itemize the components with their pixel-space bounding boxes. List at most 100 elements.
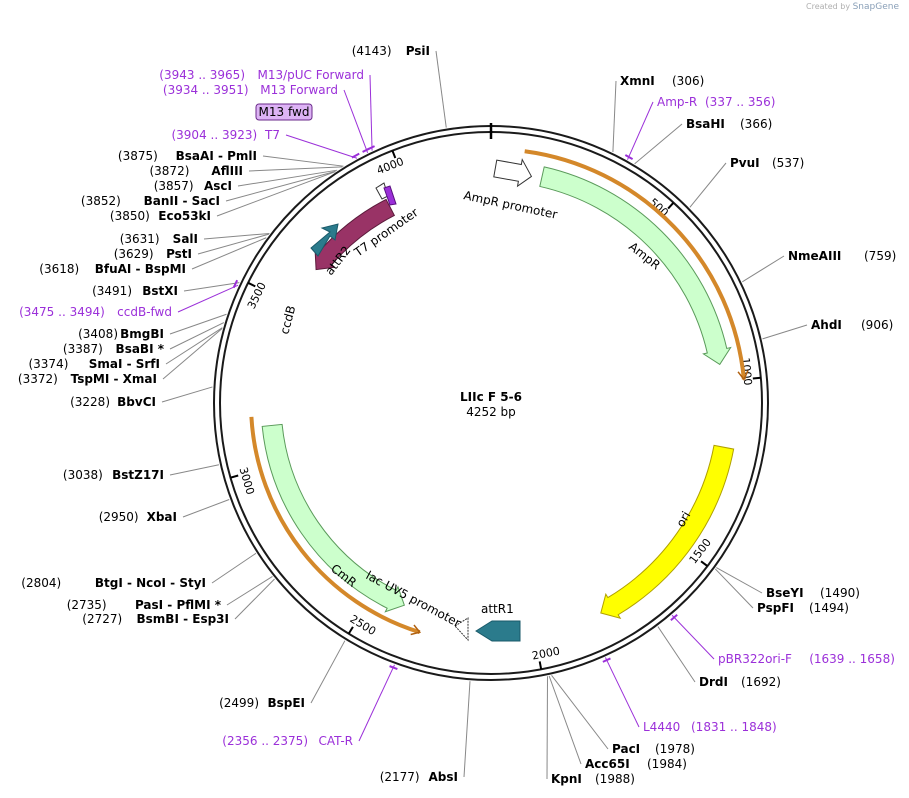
enzyme-name: BmgBI <box>120 327 164 341</box>
site-label-psii[interactable]: PsiI(4143) <box>352 44 430 58</box>
site-label-pasi-pflmi[interactable]: PasI - PflMI *(2735) <box>67 598 222 612</box>
connector-kpni <box>546 676 549 780</box>
site-label-pvui[interactable]: PvuI(537) <box>730 156 804 170</box>
site-label-l4440[interactable]: L4440(1831 .. 1848) <box>643 720 777 734</box>
site-label-bsahi[interactable]: BsaHI(366) <box>686 117 772 131</box>
site-label-amp-r[interactable]: Amp-R(337 .. 356) <box>657 95 775 109</box>
connector-bsahi <box>634 123 683 165</box>
connector-btgi-ncoi-styi <box>211 552 257 584</box>
primer-name: M13 Forward <box>260 83 338 97</box>
enzyme-position: (1490) <box>820 586 860 600</box>
site-label-asci[interactable]: AscI(3857) <box>154 179 232 193</box>
enzyme-position: (3850) <box>110 209 150 223</box>
site-label-bsmbi-esp3i[interactable]: BsmBI - Esp3I(2727) <box>82 612 229 626</box>
site-label-smai-srfi[interactable]: SmaI - SrfI(3374) <box>28 357 160 371</box>
tick-label-4000: 4000 <box>375 155 406 177</box>
connector-smai-srfi <box>165 327 223 365</box>
ampr-promoter-arrow <box>493 158 533 188</box>
site-label-afliii[interactable]: AflIII(3872) <box>149 164 243 178</box>
enzyme-position: (3852) <box>81 194 121 208</box>
site-label-xmni[interactable]: XmnI(306) <box>620 74 704 88</box>
connector-psti <box>197 233 270 255</box>
enzyme-name: DrdI <box>699 675 728 689</box>
primer-name: ccdB-fwd <box>117 305 172 319</box>
lac-promoter-arrow <box>454 617 469 642</box>
attr2-arrow <box>310 223 339 257</box>
enzyme-position: (3374) <box>28 357 68 371</box>
site-label-kpni[interactable]: KpnI(1988) <box>551 772 635 786</box>
connector-xmni <box>612 80 617 153</box>
site-label-sali[interactable]: SalI(3631) <box>120 232 198 246</box>
site-label-bseyi[interactable]: BseYI(1490) <box>766 586 860 600</box>
feature-label-attr1: attR1 <box>481 602 514 616</box>
primer-name: T7 <box>264 128 280 142</box>
site-label-ccdb-fwd[interactable]: ccdB-fwd (3475 .. 3494) <box>19 305 172 319</box>
site-label-psti[interactable]: PstI(3629) <box>114 247 192 261</box>
enzyme-position: (3038) <box>63 468 103 482</box>
enzyme-name: BsaHI <box>686 117 725 131</box>
primer-position: (337 .. 356) <box>705 95 775 109</box>
enzyme-position: (2499) <box>219 696 259 710</box>
site-label-bbvci[interactable]: BbvCI(3228) <box>70 395 156 409</box>
connector-ccdb-fwd <box>177 284 239 313</box>
primer-mark-l4440 <box>602 657 611 663</box>
site-label-tspmi-xmai[interactable]: TspMI - XmaI(3372) <box>18 372 157 386</box>
site-label-ahdi[interactable]: AhdI(906) <box>811 318 893 332</box>
site-label-bfuai-bspmi[interactable]: BfuAI - BspMI(3618) <box>39 262 186 276</box>
primer-position: (3934 .. 3951) <box>163 83 249 97</box>
tick-label-2500: 2500 <box>348 612 379 638</box>
site-label-pbr322ori-f[interactable]: pBR322ori-F(1639 .. 1658) <box>718 652 895 666</box>
site-label-cat-r[interactable]: CAT-R(2356 .. 2375) <box>222 734 353 748</box>
enzyme-name: BbvCI <box>117 395 156 409</box>
enzyme-position: (3408) <box>78 327 118 341</box>
site-label-m13-puc-forward[interactable]: M13/pUC Forward(3943 .. 3965) <box>159 68 364 82</box>
site-label-bsaai-pmli[interactable]: BsaAI - PmlI(3875) <box>118 149 257 163</box>
tick-2000 <box>538 661 543 670</box>
primer-position: (3475 .. 3494) <box>19 305 105 319</box>
enzyme-position: (2950) <box>99 510 139 524</box>
connector-bsabi <box>169 322 225 350</box>
site-label-paci[interactable]: PacI(1978) <box>612 742 695 756</box>
enzyme-position: (1692) <box>741 675 781 689</box>
enzyme-name: Acc65I <box>585 757 630 771</box>
connector-acc65i <box>548 675 582 765</box>
enzyme-name: TspMI - XmaI <box>71 372 157 386</box>
site-label-btgi-ncoi-styi[interactable]: BtgI - NcoI - StyI(2804) <box>21 576 206 590</box>
tick-2500 <box>347 626 354 635</box>
connector-pspfi <box>714 568 754 609</box>
site-label-t7[interactable]: T7(3904 .. 3923) <box>171 128 280 142</box>
connector-amp-r <box>627 101 654 160</box>
site-label-acc65i[interactable]: Acc65I (1984) <box>585 757 687 771</box>
enzyme-name: BsaAI - PmlI <box>176 149 257 163</box>
connector-pasi-pflmi <box>226 576 273 606</box>
enzyme-name: AbsI <box>429 770 458 784</box>
tick-label-3500: 3500 <box>245 280 269 311</box>
connector-nmeaiii <box>742 255 785 283</box>
connector-xbai <box>182 499 230 518</box>
site-label-banii-saci[interactable]: BanII - SacI(3852) <box>81 194 220 208</box>
connector-banii-saci <box>225 170 336 202</box>
tick-label-2000: 2000 <box>531 645 561 663</box>
site-label-drdi[interactable]: DrdI (1692) <box>699 675 781 689</box>
attr1-arrow <box>475 620 521 642</box>
enzyme-position: (4143) <box>352 44 392 58</box>
site-label-bstxi[interactable]: BstXI(3491) <box>92 284 178 298</box>
site-label-nmeaiii[interactable]: NmeAIII(759) <box>788 249 896 263</box>
primer-mark-m13-puc-forward <box>366 145 376 151</box>
site-label-bstz17i[interactable]: BstZ17I(3038) <box>63 468 164 482</box>
site-label-bsabi[interactable]: BsaBI *(3387) <box>63 342 165 356</box>
connector-afliii <box>248 166 343 172</box>
connector-bsaai-pmli <box>262 155 344 167</box>
site-label-pspfi[interactable]: PspFI(1494) <box>757 601 849 615</box>
ampr-orange-edge-tip <box>737 370 749 381</box>
site-label-bmgbi[interactable]: BmgBI(3408) <box>78 327 164 341</box>
site-label-eco53ki[interactable]: Eco53kI(3850) <box>110 209 211 223</box>
site-label-m13-forward[interactable]: M13 Forward (3934 .. 3951) <box>163 83 338 97</box>
enzyme-name: BfuAI - BspMI <box>95 262 186 276</box>
connector-pvui <box>689 162 727 208</box>
site-label-absi[interactable]: AbsI(2177) <box>380 770 458 784</box>
enzyme-position: (1984) <box>647 757 687 771</box>
site-label-bspei[interactable]: BspEI(2499) <box>219 696 305 710</box>
tick-3000 <box>230 474 239 479</box>
site-label-xbai[interactable]: XbaI(2950) <box>99 510 177 524</box>
